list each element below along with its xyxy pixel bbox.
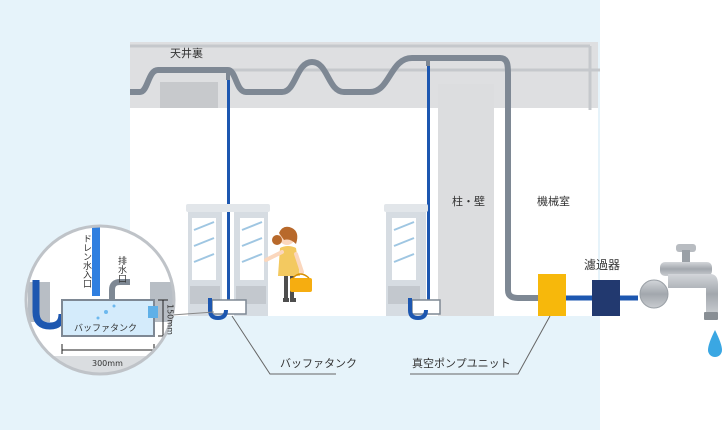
buffer-tank-callout-line bbox=[231, 315, 336, 375]
drain-riser-2 bbox=[427, 66, 430, 306]
ceiling-duct bbox=[130, 44, 600, 110]
drain-outlet-label: 排水口 bbox=[116, 255, 127, 283]
ceiling-label: 天井裏 bbox=[170, 46, 203, 60]
inset-tank-label: バッファタンク bbox=[74, 323, 137, 334]
machine-room-label: 機械室 bbox=[537, 194, 570, 208]
drain-riser-1 bbox=[227, 80, 230, 306]
filter-label: 濾過器 bbox=[584, 257, 620, 272]
buffer-tank-callout: バッファタンク bbox=[280, 357, 357, 370]
vacuum-pump-callout-line bbox=[410, 315, 551, 375]
buffer-tank-inset: ドレン水入口 排水口 バッファタンク 300mm 150mm bbox=[24, 224, 176, 376]
drain-inlet-label: ドレン水入口 bbox=[81, 234, 92, 288]
filter-unit bbox=[592, 280, 620, 316]
showcase-2 bbox=[384, 204, 428, 316]
pillar-label: 柱・壁 bbox=[452, 194, 485, 208]
vacuum-pump-unit bbox=[538, 274, 566, 316]
inset-pointer bbox=[171, 311, 215, 316]
buffer-tank-small-1 bbox=[211, 299, 247, 315]
drain-trap-2 bbox=[408, 298, 428, 321]
vacuum-pump-callout: 真空ポンプユニット bbox=[412, 356, 511, 370]
shopper-figure bbox=[264, 226, 312, 302]
ceiling-unit bbox=[160, 82, 218, 108]
height-dimension: 150mm bbox=[166, 304, 175, 335]
water-drop-icon bbox=[708, 330, 722, 357]
pillar bbox=[438, 84, 494, 316]
faucet-icon bbox=[639, 244, 718, 320]
width-dimension: 300mm bbox=[92, 359, 123, 368]
